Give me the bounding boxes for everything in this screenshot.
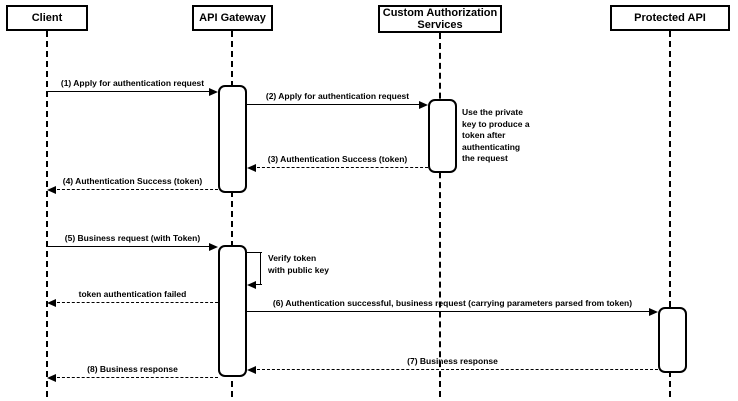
lifeline-protected-api	[669, 31, 671, 397]
participant-custom-authorization-services: Custom Authorization Services	[378, 5, 502, 33]
message-2-line	[247, 104, 419, 105]
message-failed-arrowhead	[47, 299, 56, 307]
message-1-label: (1) Apply for authentication request	[60, 78, 205, 88]
participant-protected-api-label: Protected API	[634, 12, 706, 24]
self-message-bottom-segment	[255, 284, 262, 285]
message-7-line	[257, 369, 658, 370]
message-4-label: (4) Authentication Success (token)	[62, 176, 203, 186]
lifeline-api-gateway	[231, 31, 233, 397]
message-5-arrowhead	[209, 243, 218, 251]
message-1-line	[47, 91, 209, 92]
participant-client-label: Client	[31, 12, 63, 24]
message-7-label: (7) Business response	[407, 356, 498, 366]
message-3-arrowhead	[247, 164, 256, 172]
message-failed-line	[57, 302, 218, 303]
message-2-label: (2) Apply for authentication request	[265, 91, 410, 101]
message-3-label: (3) Authentication Success (token)	[267, 154, 408, 164]
message-8-line	[57, 377, 218, 378]
participant-custom-authorization-services-label: Custom Authorization Services	[382, 7, 498, 31]
activation-api-gateway-auth	[218, 85, 247, 193]
participant-api-gateway: API Gateway	[192, 5, 273, 31]
message-6-line	[247, 311, 649, 312]
message-3-line	[257, 167, 428, 168]
message-7-arrowhead	[247, 366, 256, 374]
message-2-arrowhead	[419, 101, 428, 109]
participant-protected-api: Protected API	[610, 5, 730, 31]
message-6-arrowhead	[649, 308, 658, 316]
message-5-label: (5) Business request (with Token)	[64, 233, 201, 243]
message-failed-label: token authentication failed	[78, 289, 187, 299]
participant-client: Client	[6, 5, 88, 31]
activation-api-gateway-business	[218, 245, 247, 377]
message-4-arrowhead	[47, 186, 56, 194]
message-6-label: (6) Authentication successful, business …	[272, 298, 633, 308]
message-5-line	[47, 246, 209, 247]
lifeline-custom-authorization-services	[439, 33, 441, 397]
message-8-label: (8) Business response	[87, 364, 178, 374]
message-8-arrowhead	[47, 374, 56, 382]
self-message-right-segment	[260, 252, 261, 285]
activation-protected-api	[658, 307, 687, 373]
note-private-key-text: Use the private key to produce a token a…	[462, 107, 530, 164]
activation-custom-authorization-services	[428, 99, 457, 173]
participant-api-gateway-label: API Gateway	[199, 12, 266, 24]
message-1-arrowhead	[209, 88, 218, 96]
self-message-arrowhead	[247, 281, 256, 289]
self-message-label: Verify token with public key	[268, 253, 329, 275]
lifeline-client	[46, 31, 48, 397]
message-4-line	[57, 189, 218, 190]
self-message-top-segment	[247, 252, 262, 253]
